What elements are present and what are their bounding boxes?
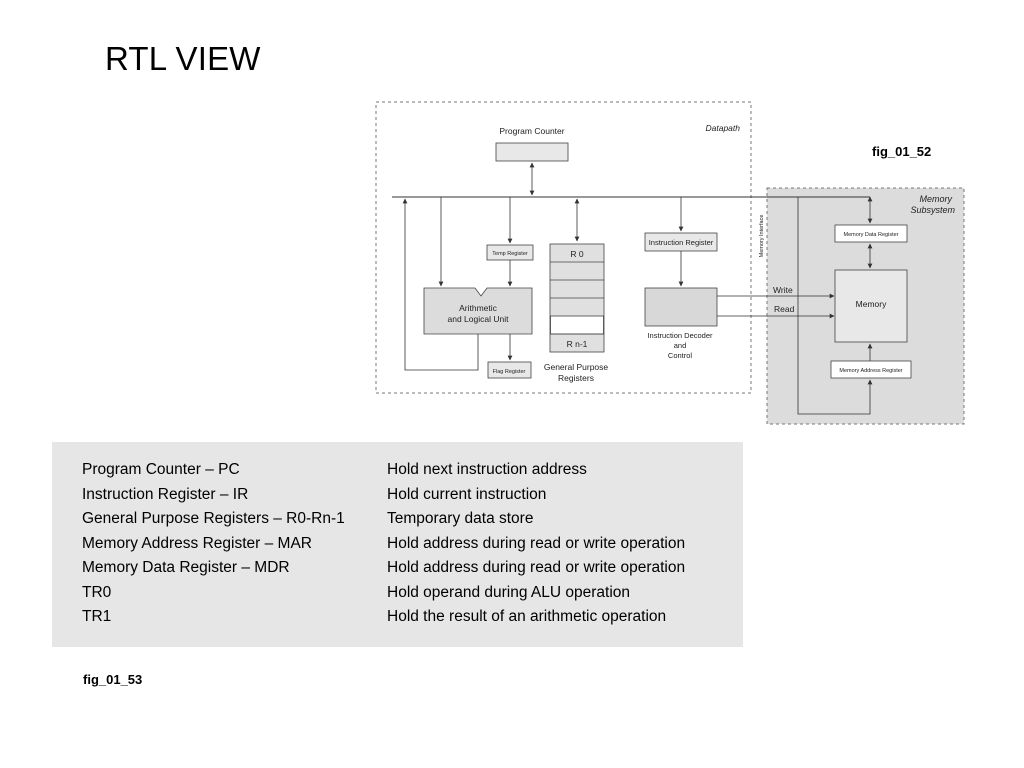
- alu-box: [423, 287, 533, 335]
- memory-address-register-label: Memory Address Register: [839, 368, 902, 374]
- memory-data-register-box: [834, 224, 908, 243]
- register-description: Hold next instruction address: [387, 461, 587, 478]
- register-name: Instruction Register – IR: [82, 485, 249, 503]
- datapath-frame: [375, 101, 752, 394]
- decoder-box: [644, 287, 718, 327]
- register-table: Program Counter – PC Hold next instructi…: [52, 442, 743, 647]
- decoder-label: Control: [668, 351, 693, 360]
- gpr-rn1-label: R n-1: [567, 339, 588, 349]
- program-counter-box: [495, 142, 569, 162]
- register-name: General Purpose Registers – R0-Rn-1: [82, 510, 345, 527]
- read-label: Read: [774, 304, 795, 314]
- program-counter-label: Program Counter: [499, 126, 564, 136]
- register-name: Memory Address Register – MAR: [82, 534, 312, 552]
- temp-register-label: Temp Register: [492, 251, 528, 257]
- datapath-label: Datapath: [706, 123, 741, 133]
- decoder-label: Instruction Decoder: [647, 331, 713, 340]
- memory-subsystem-label: Memory: [919, 194, 952, 204]
- register-description: Temporary data store: [387, 510, 534, 527]
- decoder-label: and: [674, 341, 687, 350]
- figure-label-top: fig_01_52: [872, 144, 932, 159]
- write-label: Write: [773, 285, 793, 295]
- gpr-caption: Registers: [558, 373, 594, 383]
- memory-subsystem-label: Subsystem: [910, 205, 955, 215]
- register-description: Hold operand during ALU operation: [387, 583, 631, 601]
- flag-register-label: Flag Register: [493, 369, 526, 375]
- register-name: TR1: [82, 608, 112, 625]
- register-description: Hold the result of an arithmetic operati…: [387, 608, 667, 625]
- slide-title: RTL VIEW: [105, 40, 261, 77]
- instruction-register-label: Instruction Register: [649, 238, 714, 247]
- memory-interface-label: Memory Interface: [759, 215, 765, 258]
- alu-label: and Logical Unit: [448, 314, 510, 324]
- alu-label: Arithmetic: [459, 303, 498, 313]
- gpr-caption: General Purpose: [544, 362, 609, 372]
- register-name: Program Counter – PC: [82, 461, 240, 478]
- memory-address-register-box: [830, 360, 912, 379]
- figure-label-bottom: fig_01_53: [83, 672, 143, 687]
- memory-data-register-label: Memory Data Register: [843, 232, 898, 238]
- register-description: Hold address during read or write operat…: [387, 559, 686, 576]
- register-description: Hold address during read or write operat…: [387, 534, 686, 552]
- alu-feedback-line: [402, 198, 479, 371]
- register-name: Memory Data Register – MDR: [82, 559, 290, 576]
- register-description: Hold current instruction: [387, 485, 547, 503]
- rtl-block-diagram: Memory Subsystem Datapath Program Counte…: [375, 101, 965, 425]
- register-name: TR0: [82, 583, 112, 601]
- gpr-r0-label: R 0: [570, 249, 584, 259]
- memory-box: [834, 269, 908, 343]
- memory-label: Memory: [856, 299, 887, 309]
- bus-to-mar-line: [797, 197, 873, 415]
- flag-register-box: [487, 361, 532, 379]
